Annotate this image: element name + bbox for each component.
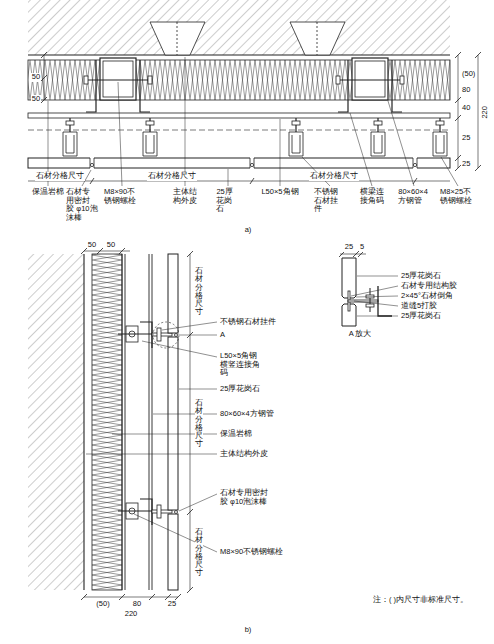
part-label: 石材专用密封胶 φ10泡沫棒	[219, 489, 277, 506]
part-label: 80×60×4方钢管	[219, 410, 275, 419]
detail-marker: A	[219, 331, 226, 340]
dimension: 石材分格尺寸	[195, 266, 203, 318]
part-label: 25厚花岗石	[219, 385, 261, 394]
dimension: 40	[461, 104, 471, 113]
dimension: (50)	[461, 70, 476, 79]
dimension: 石材分格尺寸	[35, 172, 85, 181]
part-label: 保温岩棉	[31, 188, 65, 197]
part-label: 不锈钢石材挂件	[313, 188, 347, 214]
part-label: M8×90不锈钢螺栓	[219, 548, 284, 557]
dimension: 220	[481, 105, 490, 120]
part-label: 2×45°石材倒角	[400, 292, 454, 301]
part-label: L50×5角钢 横竖连接角码	[219, 352, 263, 378]
dimension: 25	[344, 243, 354, 252]
dimension: 5	[359, 243, 365, 252]
figure-label: b)	[244, 626, 253, 635]
part-label: 不锈钢石材挂件	[219, 318, 277, 327]
dimension: 220	[124, 610, 139, 619]
part-label: 25厚花岗石	[215, 188, 240, 214]
dimension: 80	[132, 600, 142, 609]
dimension: 石材分格尺寸	[195, 527, 203, 579]
note: 注：( )内尺寸非标准尺寸。	[372, 596, 469, 605]
figure-label: a)	[244, 226, 253, 235]
dimension: 50	[87, 241, 97, 250]
dimension: 80	[461, 86, 471, 95]
dimension: 25	[167, 600, 177, 609]
part-label: M8×25不锈钢螺栓	[439, 188, 477, 205]
dimension: 25	[461, 134, 471, 143]
part-label: 25厚花岗石	[400, 312, 442, 321]
part-label: 横梁连接角码	[359, 188, 385, 205]
part-label: 石材专用密封胶 φ10泡沫棒	[65, 188, 99, 223]
part-label: 保温岩棉	[219, 430, 253, 439]
dimension: 石材分格尺寸	[309, 172, 359, 181]
part-label: 石材专用结构胶	[400, 282, 458, 291]
dimension: 50	[106, 241, 116, 250]
dimension: 25	[461, 160, 471, 169]
part-label: L50×5角钢	[260, 188, 299, 197]
part-label: 80×60×4方钢管	[397, 188, 431, 205]
part-label: 25厚花岗石	[400, 272, 442, 281]
part-label: M8×90不锈钢螺栓	[103, 188, 141, 205]
dimension: 石材分格尺寸	[147, 172, 197, 181]
dimension: 50	[31, 95, 41, 104]
part-label: 道缝5打胶	[400, 302, 438, 311]
dimension: (50)	[95, 600, 110, 609]
part-label: 主体结构外皮	[172, 188, 198, 205]
dimension: 50	[31, 73, 41, 82]
figure-label: A 放大	[348, 330, 373, 339]
dimension: 石材分格尺寸	[195, 398, 203, 450]
part-label: 主体结构外皮	[219, 450, 269, 459]
